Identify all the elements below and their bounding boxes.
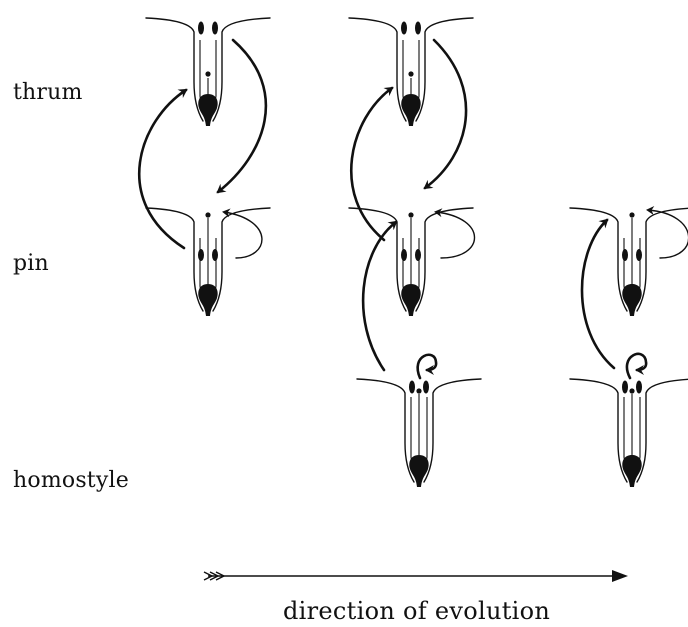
evolution-arrow	[204, 570, 628, 582]
arrow-homostyle-to-pin-col3	[582, 220, 614, 368]
arrow-pin-to-thrum-col1	[139, 90, 186, 248]
arrow-thrum-to-pin-col1	[218, 40, 266, 192]
arrow-pin-self-col2	[436, 212, 475, 258]
arrow-pin-to-thrum-col2	[351, 88, 392, 240]
homostyle-flower-col3	[570, 379, 688, 487]
arrow-homostyle-self-col2	[418, 355, 436, 378]
thrum-flower-col2	[349, 18, 473, 126]
homostyle-flower-col2	[357, 379, 481, 487]
arrow-pin-self-col1	[224, 212, 262, 258]
arrow-pin-self-col3	[648, 210, 688, 258]
arrow-homostyle-self-col3	[627, 354, 646, 378]
pin-flower-col1	[146, 208, 270, 316]
arrow-thrum-to-pin-col2	[425, 40, 466, 188]
arrow-homostyle-to-pin-col2	[363, 222, 396, 370]
pin-flower-col3	[570, 208, 688, 316]
